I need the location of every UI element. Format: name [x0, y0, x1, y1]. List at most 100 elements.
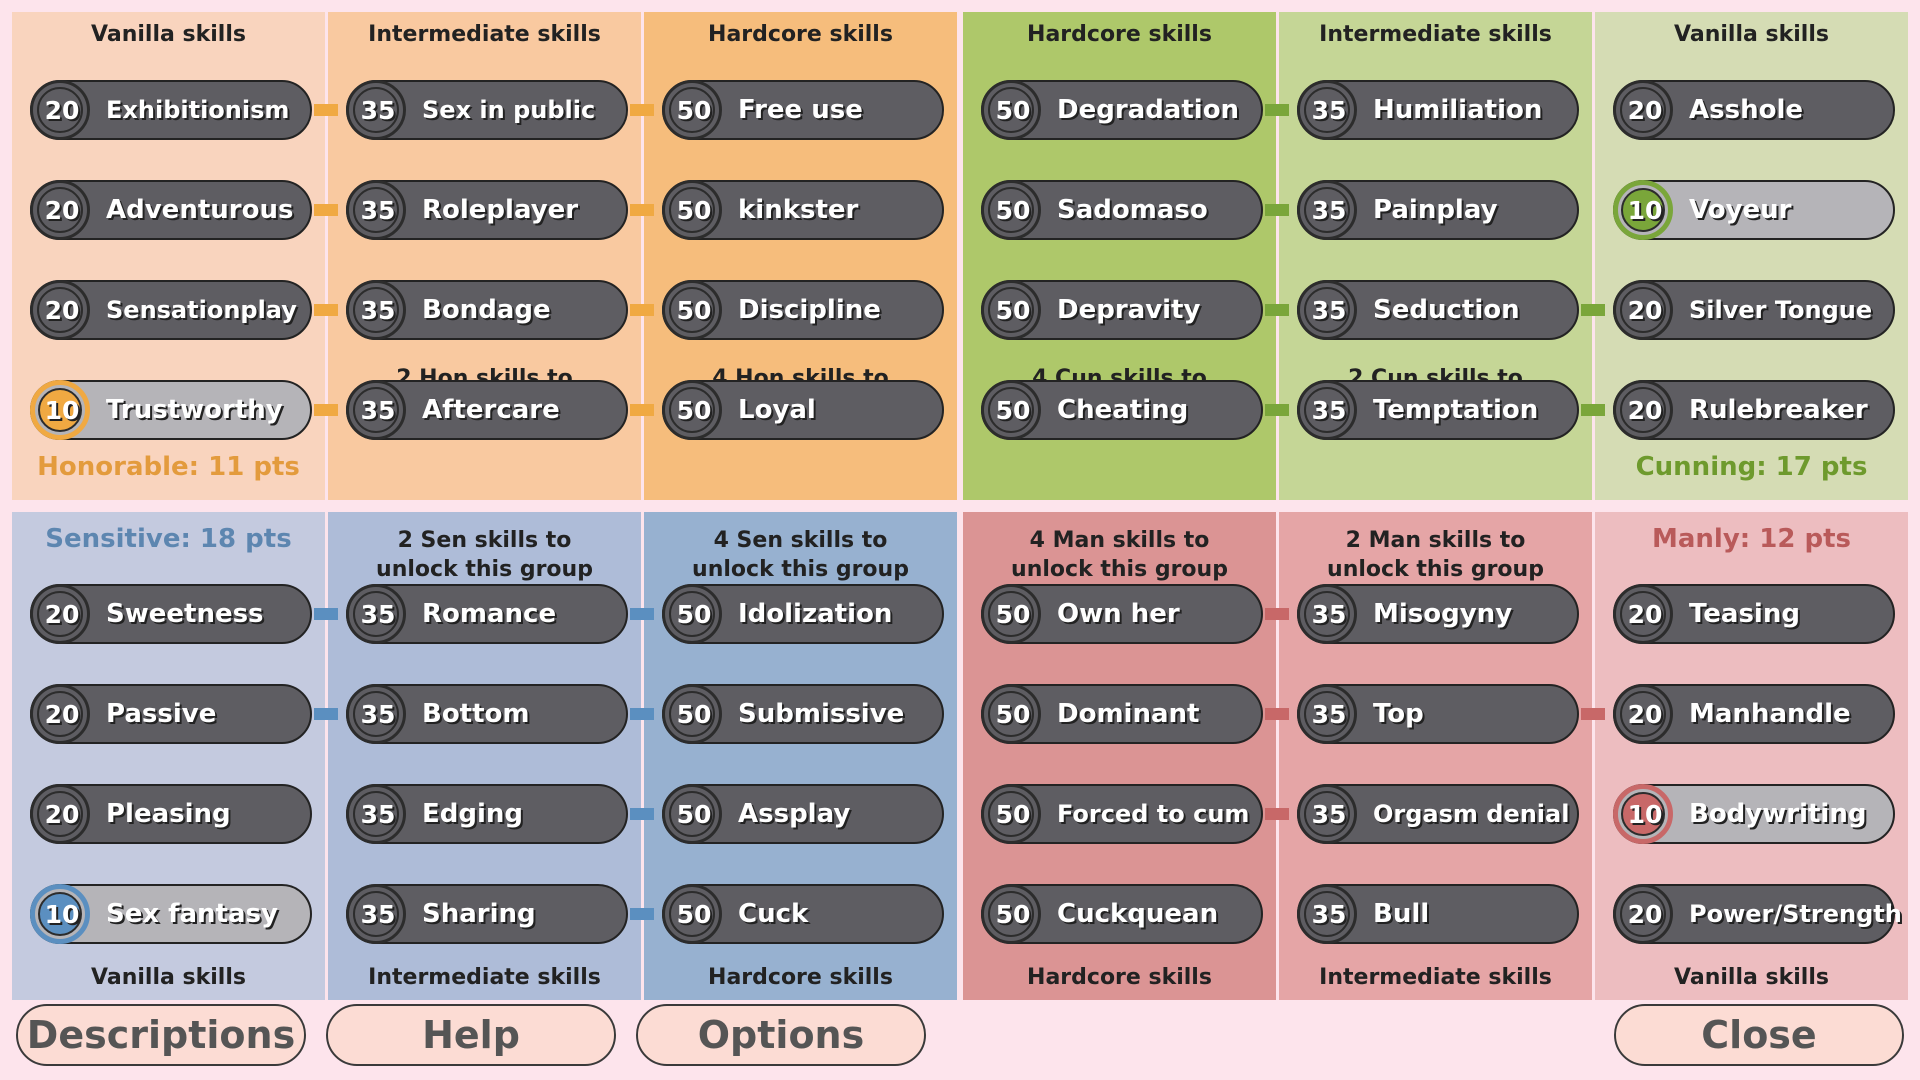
cost-ring-icon — [662, 180, 722, 240]
skill-sweetness[interactable]: 20 Sweetness — [30, 584, 312, 644]
skill-cost: 35 — [1311, 95, 1347, 125]
skill-connector — [314, 204, 338, 216]
skill-cost: 20 — [44, 195, 80, 225]
skill-connector — [1265, 104, 1289, 116]
skill-name: Power/Strength — [1689, 900, 1902, 928]
skill-name: Sensationplay — [106, 296, 297, 324]
cost-ring-icon — [1613, 584, 1673, 644]
skill-name: Submissive — [738, 699, 905, 729]
help-button[interactable]: Help — [326, 1004, 616, 1066]
skill-name: Sharing — [422, 899, 536, 929]
cost-ring-icon — [981, 884, 1041, 944]
skill-cost: 20 — [44, 599, 80, 629]
cost-ring-icon — [346, 80, 406, 140]
skill-power-strength[interactable]: 20 Power/Strength — [1613, 884, 1902, 944]
skill-cost: 35 — [360, 699, 396, 729]
skill-cost: 20 — [1627, 395, 1663, 425]
skill-painplay[interactable]: 35 Painplay — [1297, 180, 1579, 240]
cost-ring-icon — [30, 380, 90, 440]
close-button[interactable]: Close — [1614, 1004, 1904, 1066]
skill-cost: 50 — [676, 899, 712, 929]
skill-cheating[interactable]: 50 Cheating — [981, 380, 1263, 440]
skill-name: Loyal — [738, 395, 816, 425]
cost-ring-icon — [1297, 180, 1357, 240]
skill-cost: 20 — [1627, 899, 1663, 929]
skill-name: Cuckquean — [1057, 899, 1219, 929]
skill-cost: 50 — [995, 395, 1031, 425]
skill-name: Cheating — [1057, 395, 1189, 425]
skill-connector — [630, 908, 654, 920]
skill-cost: 35 — [1311, 699, 1347, 729]
cost-ring-icon — [1297, 380, 1357, 440]
skill-cost: 35 — [1311, 195, 1347, 225]
skill-cost: 35 — [1311, 599, 1347, 629]
cost-ring-icon — [346, 784, 406, 844]
cost-ring-icon — [1613, 784, 1673, 844]
skill-cost: 35 — [1311, 295, 1347, 325]
cost-ring-icon — [981, 180, 1041, 240]
cost-ring-icon — [1613, 280, 1673, 340]
column-title: Hardcore skills — [708, 22, 893, 47]
cost-ring-icon — [346, 380, 406, 440]
skill-name: Painplay — [1373, 195, 1498, 225]
skill-cost: 35 — [360, 799, 396, 829]
skill-connector — [630, 608, 654, 620]
cost-ring-icon — [662, 584, 722, 644]
skill-name: Roleplayer — [422, 195, 579, 225]
skill-name: Free use — [738, 95, 863, 125]
descriptions-button[interactable]: Descriptions — [16, 1004, 306, 1066]
skill-name: Sweetness — [106, 599, 264, 629]
options-button[interactable]: Options — [636, 1004, 926, 1066]
